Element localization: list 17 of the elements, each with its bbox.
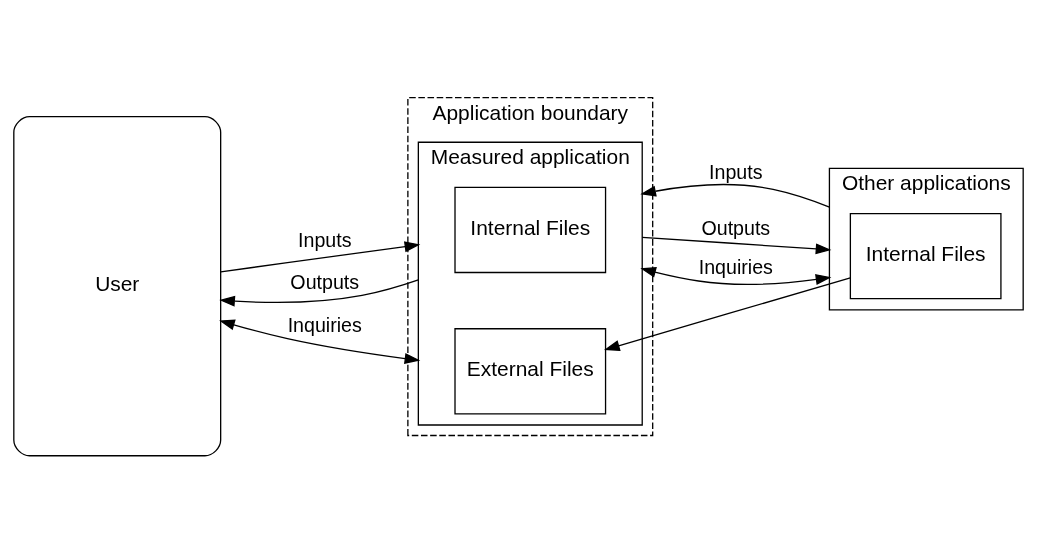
arrow bbox=[604, 276, 851, 351]
arrow bbox=[640, 183, 831, 208]
node-box: User bbox=[13, 115, 222, 456]
node-box: External Files bbox=[454, 327, 607, 415]
edge-label: Inputs bbox=[709, 160, 763, 183]
edge-label: Inputs bbox=[298, 228, 352, 251]
node-box: Internal Files bbox=[454, 186, 607, 273]
edge-label: Outputs bbox=[290, 270, 360, 293]
edge-label: Inquiries bbox=[287, 313, 362, 336]
arrow bbox=[219, 278, 419, 307]
arrow bbox=[219, 319, 421, 364]
edge-label: Outputs bbox=[701, 216, 771, 239]
arrow bbox=[220, 240, 421, 273]
arrow bbox=[641, 236, 832, 254]
edge-label: Inquiries bbox=[698, 255, 773, 278]
arrow bbox=[640, 266, 832, 285]
node-box: Internal Files bbox=[849, 212, 1002, 299]
